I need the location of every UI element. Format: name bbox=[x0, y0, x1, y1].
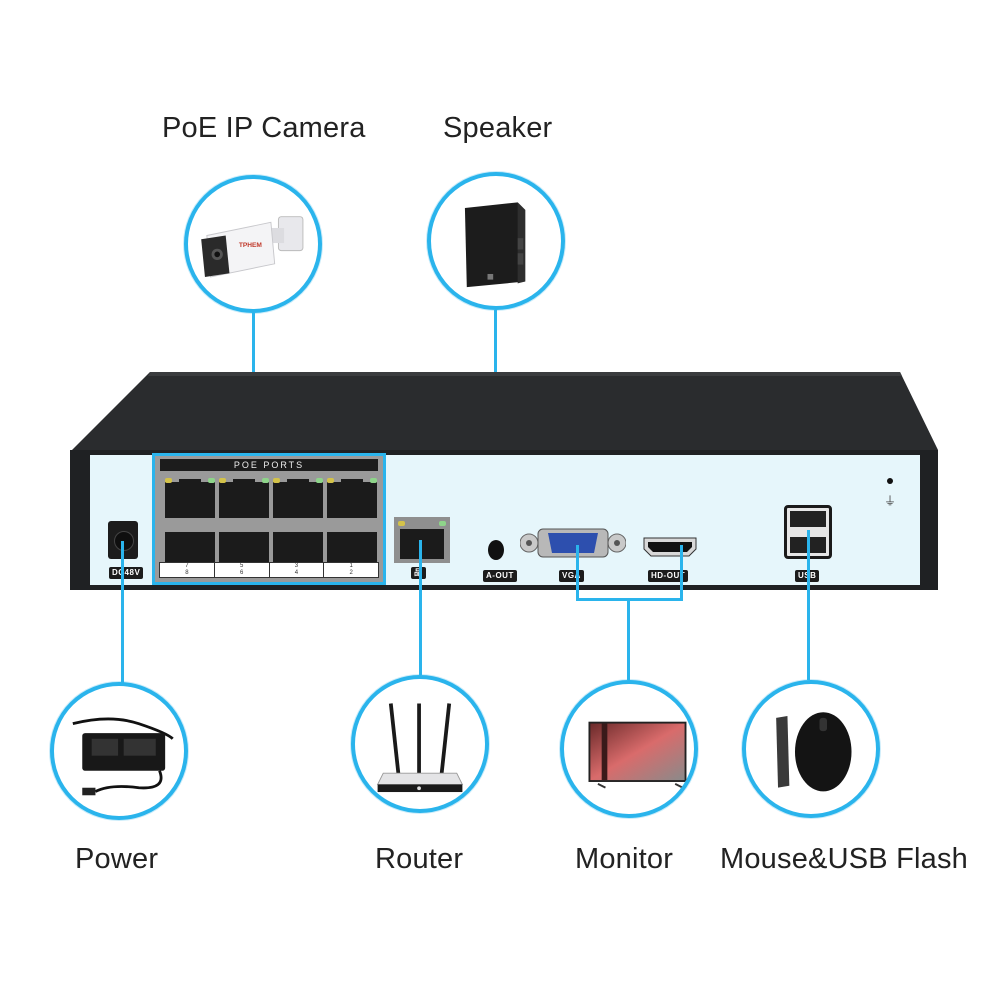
poe-led-green bbox=[316, 478, 323, 483]
label-speaker: Speaker bbox=[443, 112, 553, 144]
poe-led-yellow bbox=[165, 478, 172, 483]
ground-icon: ⏚ bbox=[884, 494, 897, 508]
label-poe-ip-camera: PoE IP Camera bbox=[162, 112, 366, 144]
power-connector-line bbox=[121, 541, 124, 683]
mouse-usb-icon bbox=[742, 680, 880, 818]
label-mouse-usb-flash: Mouse&USB Flash bbox=[720, 843, 968, 875]
poe-ports-title: POE PORTS bbox=[160, 459, 378, 471]
usb-port-upper[interactable] bbox=[790, 511, 826, 527]
audio-out-label: A-OUT bbox=[483, 570, 517, 582]
hdmi-connector-line bbox=[680, 545, 683, 600]
lan-led-yellow bbox=[398, 521, 405, 526]
poe-led-yellow bbox=[327, 478, 334, 483]
label-monitor: Monitor bbox=[575, 843, 674, 875]
dc-socket bbox=[114, 531, 134, 551]
dc-port-label: DC48V bbox=[109, 567, 144, 579]
monitor-icon bbox=[560, 680, 698, 818]
lan-socket bbox=[400, 529, 444, 559]
audio-out-jack[interactable] bbox=[488, 540, 504, 560]
hdmi-port[interactable] bbox=[643, 537, 697, 557]
ip-camera-icon: TPHEM bbox=[184, 175, 322, 313]
router-icon bbox=[351, 675, 489, 813]
reset-hole bbox=[887, 478, 893, 484]
label-power: Power bbox=[75, 843, 159, 875]
vga-connector-line bbox=[576, 545, 579, 600]
poe-led-yellow bbox=[219, 478, 226, 483]
poe-led-yellow bbox=[273, 478, 280, 483]
speaker-icon bbox=[427, 172, 565, 310]
nvr-top-cover bbox=[72, 372, 938, 450]
router-connector-line bbox=[419, 540, 422, 675]
poe-rj45-port[interactable] bbox=[273, 479, 323, 518]
usb-connector-line bbox=[807, 530, 810, 680]
vga-label: VGA bbox=[559, 570, 584, 582]
poe-rj45-port[interactable] bbox=[327, 479, 377, 518]
lan-port[interactable] bbox=[394, 517, 450, 563]
label-router: Router bbox=[375, 843, 464, 875]
poe-led-green bbox=[262, 478, 269, 483]
power-adapter-icon bbox=[50, 682, 188, 820]
camera-brand: TPHEM bbox=[239, 242, 263, 249]
poe-led-green bbox=[370, 478, 377, 483]
monitor-connector-line bbox=[627, 598, 630, 680]
vga-port[interactable] bbox=[519, 527, 627, 559]
poe-rj45-port[interactable] bbox=[165, 479, 215, 518]
lan-led-green bbox=[439, 521, 446, 526]
hdmi-label: HD-OUT bbox=[648, 570, 689, 582]
poe-rj45-port[interactable] bbox=[219, 479, 269, 518]
poe-led-green bbox=[208, 478, 215, 483]
